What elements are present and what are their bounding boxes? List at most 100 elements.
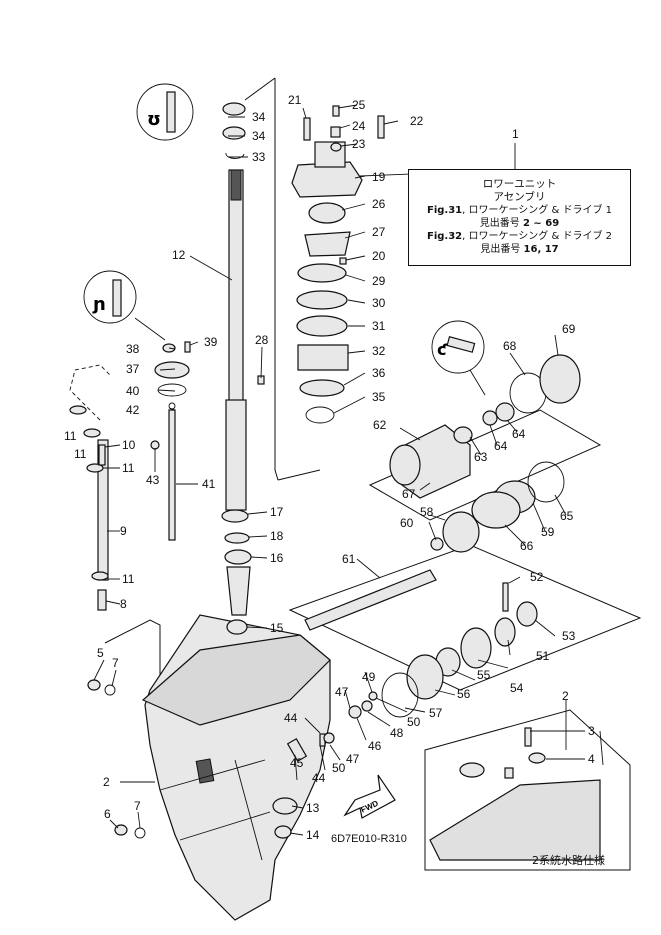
- callout-58: 58: [420, 505, 434, 519]
- info-title-line1: ロワーユニット: [482, 178, 557, 190]
- callout-65: 65: [560, 509, 574, 523]
- info-fig32-range-label: 見出番号: [480, 244, 521, 255]
- callout-28: 28: [255, 333, 269, 347]
- info-fig32-ref: Fig.32: [427, 231, 463, 242]
- info-fig32-text: , ロワーケーシング & ドライブ 2: [462, 231, 612, 242]
- callout-66: 66: [520, 539, 534, 553]
- svg-text:ʊ: ʊ: [147, 109, 161, 130]
- callout-53: 53: [562, 629, 576, 643]
- callout-4: 4: [588, 752, 595, 766]
- callout-50a: 50: [407, 715, 421, 729]
- callout-8: 8: [120, 597, 127, 611]
- callout-60: 60: [400, 516, 414, 530]
- callout-21: 21: [288, 93, 302, 107]
- info-fig31-range: 2 ~ 69: [522, 218, 560, 229]
- callout-11c: 11: [122, 461, 135, 475]
- info-fig31-range-label: 見出番号: [479, 218, 520, 229]
- callout-51: 51: [536, 649, 550, 663]
- callout-22: 22: [410, 114, 424, 128]
- callout-2-inset: 2: [562, 689, 569, 703]
- callout-44b: 44: [312, 771, 326, 785]
- callout-35: 35: [372, 390, 386, 404]
- lower-casing: [141, 614, 331, 921]
- callout-26: 26: [372, 197, 386, 211]
- callout-59: 59: [541, 525, 555, 539]
- callout-56: 56: [457, 687, 471, 701]
- callout-labels: 1 2 2 3 4 5 6 7 7 8 9 10 11 11 11 11 12 …: [64, 93, 595, 842]
- svg-text:ɲ: ɲ: [92, 294, 106, 315]
- callout-15: 15: [270, 621, 284, 635]
- info-fig31-range-line: 見出番号 2 ~ 69: [409, 217, 630, 230]
- callout-48: 48: [390, 726, 404, 740]
- callout-29: 29: [372, 274, 386, 288]
- callout-67: 67: [402, 487, 416, 501]
- callout-34a: 34: [252, 110, 266, 124]
- callout-52: 52: [530, 570, 544, 584]
- prop-shaft-housing: [304, 354, 581, 631]
- info-title-line2: アセンブリ: [493, 191, 546, 203]
- info-fig31-ref: Fig.31: [427, 205, 463, 216]
- callout-3: 3: [588, 724, 595, 738]
- hose-and-clamps: [69, 364, 111, 611]
- group-bracket-lines: [104, 77, 642, 700]
- water-pump-stack: [257, 105, 385, 424]
- callout-57: 57: [429, 706, 443, 720]
- callout-47b: 47: [346, 752, 360, 766]
- callout-11d: 11: [122, 572, 135, 586]
- callout-63: 63: [474, 450, 488, 464]
- callout-43: 43: [146, 473, 160, 487]
- callout-30: 30: [372, 296, 386, 310]
- callout-11a: 11: [64, 429, 77, 443]
- callout-5: 5: [97, 646, 104, 660]
- info-fig32-range-line: 見出番号 16, 17: [409, 243, 630, 256]
- callout-46: 46: [368, 739, 382, 753]
- callout-45: 45: [290, 756, 304, 770]
- callout-25: 25: [352, 98, 366, 112]
- callout-50b: 50: [332, 761, 346, 775]
- callout-19: 19: [372, 170, 386, 184]
- callout-34b: 34: [252, 129, 266, 143]
- callout-7b: 7: [134, 799, 141, 813]
- callout-27: 27: [372, 225, 386, 239]
- callout-40: 40: [126, 384, 140, 398]
- callout-62: 62: [373, 418, 387, 432]
- driveshaft: [225, 169, 247, 511]
- callout-10: 10: [122, 438, 136, 452]
- callout-55: 55: [477, 668, 491, 682]
- assembly-info-box: ロワーユニット アセンブリ Fig.31, ロワーケーシング & ドライブ 1 …: [408, 169, 631, 266]
- inset-detail-box: [424, 707, 631, 871]
- callout-31: 31: [372, 319, 386, 333]
- callout-41: 41: [202, 477, 216, 491]
- callout-61: 61: [342, 552, 356, 566]
- callout-1: 1: [512, 127, 519, 141]
- callout-16: 16: [270, 551, 284, 565]
- callout-47a: 47: [335, 685, 349, 699]
- diagram-code: 6D7E010-R310: [331, 833, 407, 845]
- callout-49: 49: [362, 670, 376, 684]
- callout-18: 18: [270, 529, 284, 543]
- svg-text:ƈ: ƈ: [437, 340, 448, 359]
- callout-24: 24: [352, 119, 366, 133]
- callout-36: 36: [372, 366, 386, 380]
- callout-13: 13: [306, 801, 320, 815]
- callout-14: 14: [306, 828, 320, 842]
- callout-64b: 64: [512, 427, 526, 441]
- callout-11b: 11: [74, 447, 87, 461]
- callout-37: 37: [126, 362, 140, 376]
- callout-17: 17: [270, 505, 284, 519]
- callout-23: 23: [352, 137, 366, 151]
- inset-caption: 2系統水路仕様: [532, 854, 605, 867]
- info-fig32-range: 16, 17: [523, 244, 559, 255]
- callout-9: 9: [120, 524, 127, 538]
- info-fig31-line: Fig.31, ロワーケーシング & ドライブ 1: [409, 204, 630, 217]
- leader-lines: [93, 104, 604, 836]
- callout-2: 2: [103, 775, 110, 789]
- shift-rod-parts: [150, 341, 191, 541]
- callout-38: 38: [126, 342, 140, 356]
- callout-44a: 44: [284, 711, 298, 725]
- callout-7a: 7: [112, 656, 119, 670]
- callout-33: 33: [252, 150, 266, 164]
- callout-12: 12: [172, 248, 186, 262]
- callout-54: 54: [510, 681, 524, 695]
